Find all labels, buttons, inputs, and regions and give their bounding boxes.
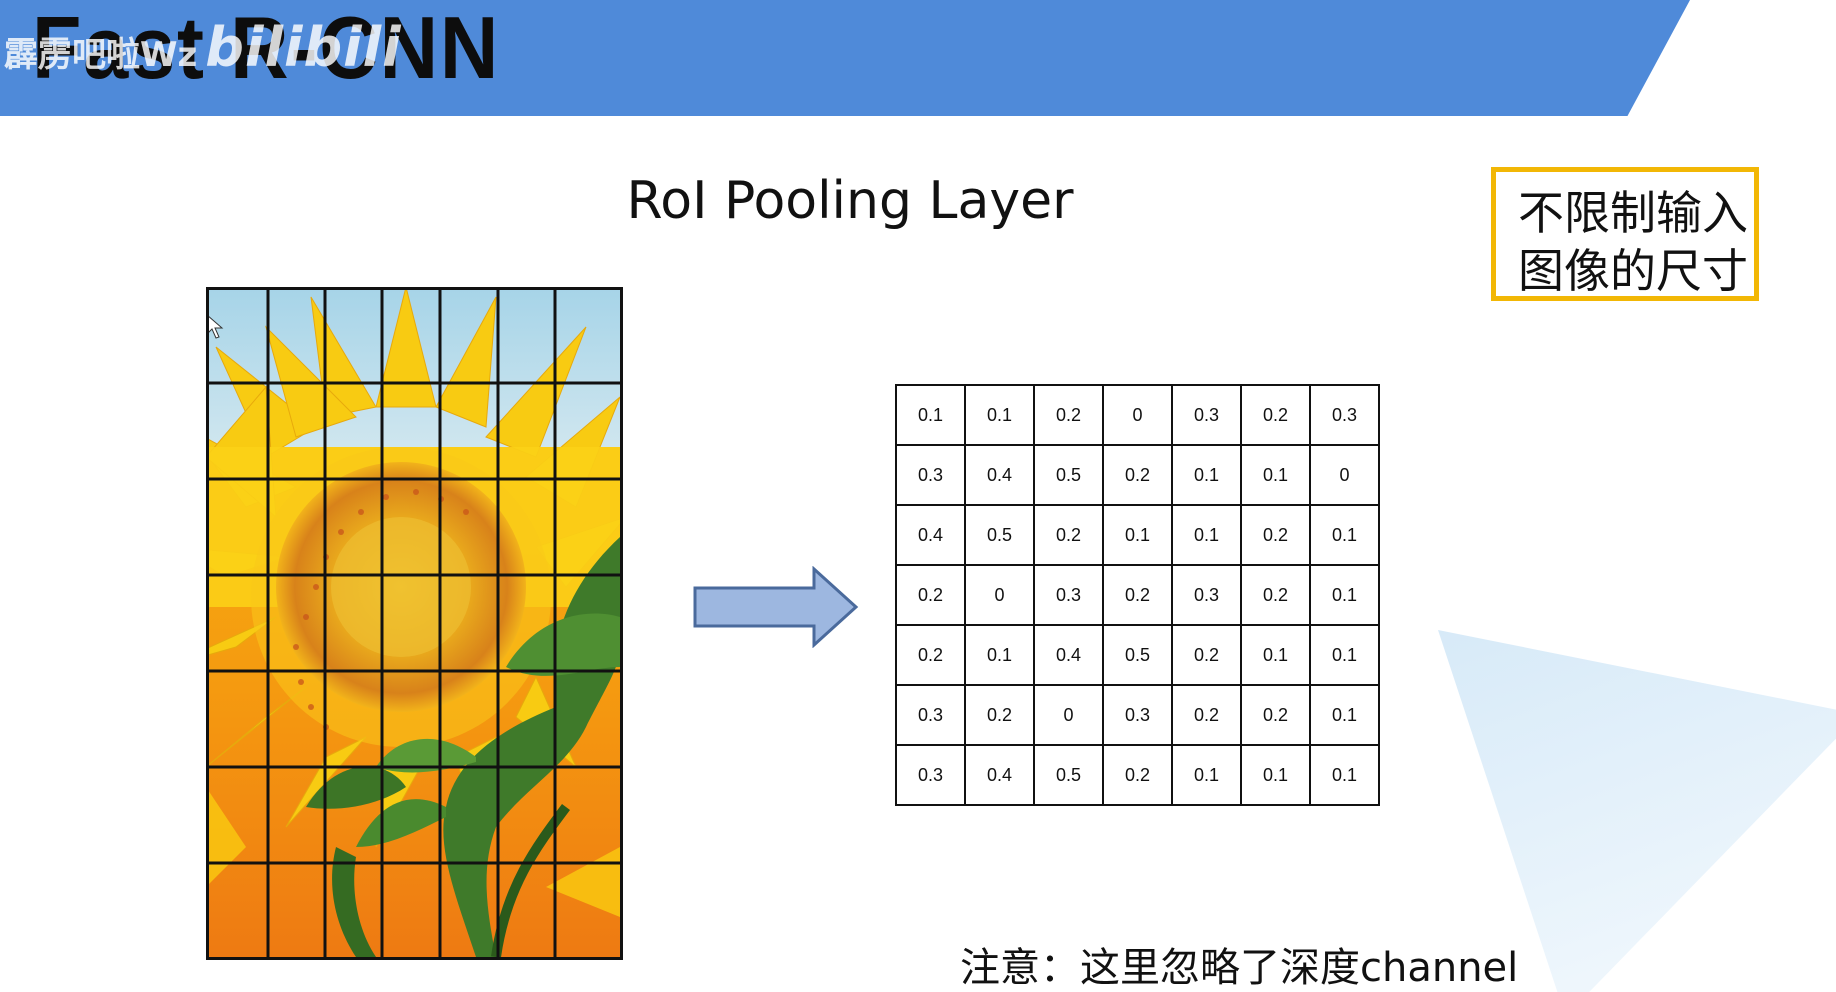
table-cell: 0.3 [1309, 384, 1380, 446]
table-cell: 0.1 [1309, 624, 1380, 686]
table-cell: 0.5 [964, 504, 1035, 566]
table-cell: 0.1 [1102, 504, 1173, 566]
table-cell: 0.1 [1309, 504, 1380, 566]
table-cell: 0.1 [1171, 444, 1242, 506]
table-cell: 0.2 [1102, 564, 1173, 626]
table-cell: 0.2 [1102, 444, 1173, 506]
page-title: Fast R-CNN [32, 0, 501, 97]
table-cell: 0.2 [1102, 744, 1173, 806]
table-cell: 0.1 [1171, 504, 1242, 566]
table-cell: 0.2 [1171, 684, 1242, 746]
table-cell: 0.3 [895, 744, 966, 806]
table-cell: 0.2 [895, 624, 966, 686]
table-cell: 0.2 [964, 684, 1035, 746]
table-cell: 0.3 [1171, 564, 1242, 626]
table-cell: 0.3 [1102, 684, 1173, 746]
table-cell: 0.3 [1033, 564, 1104, 626]
sunflower-image [206, 287, 620, 957]
image-grid-overlay [206, 287, 623, 960]
table-cell: 0.4 [1033, 624, 1104, 686]
bilibili-logo-icon: bilibili [205, 16, 402, 79]
table-cell: 0 [1033, 684, 1104, 746]
table-cell: 0.5 [1102, 624, 1173, 686]
table-cell: 0.2 [1240, 684, 1311, 746]
table-cell: 0.1 [1309, 684, 1380, 746]
table-cell: 0.4 [895, 504, 966, 566]
decorative-corner-shape [1438, 630, 1836, 992]
watermark-text: 霹雳吧啦Wz [4, 35, 198, 75]
table-cell: 0.3 [1171, 384, 1242, 446]
table-cell: 0.1 [1240, 444, 1311, 506]
slide-title: RoI Pooling Layer [626, 171, 1074, 231]
table-cell: 0.1 [1309, 744, 1380, 806]
table-cell: 0 [1102, 384, 1173, 446]
table-cell: 0.3 [895, 684, 966, 746]
table-cell: 0.1 [1240, 624, 1311, 686]
table-cell: 0.4 [964, 744, 1035, 806]
header-bar [0, 0, 1690, 116]
table-cell: 0.3 [895, 444, 966, 506]
table-cell: 0.2 [1171, 624, 1242, 686]
table-cell: 0.5 [1033, 444, 1104, 506]
table-cell: 0.2 [1240, 564, 1311, 626]
note-line-1: 不限制输入 [1518, 186, 1748, 240]
table-cell: 0.2 [1240, 504, 1311, 566]
note-line-2: 图像的尺寸 [1518, 244, 1748, 298]
table-cell: 0.5 [1033, 744, 1104, 806]
table-cell: 0.2 [1033, 504, 1104, 566]
table-cell: 0.1 [964, 624, 1035, 686]
table-cell: 0.4 [964, 444, 1035, 506]
right-arrow-icon [693, 566, 859, 648]
table-cell: 0.1 [1240, 744, 1311, 806]
note-box: 不限制输入 图像的尺寸 [1491, 167, 1759, 301]
sunflower-illustration [206, 287, 620, 957]
footer-note: 注意：这里忽略了深度channel [960, 945, 1519, 991]
table-cell: 0.2 [895, 564, 966, 626]
table-cell: 0.2 [1033, 384, 1104, 446]
table-cell: 0.1 [1171, 744, 1242, 806]
table-cell: 0.1 [1309, 564, 1380, 626]
table-cell: 0.2 [1240, 384, 1311, 446]
table-cell: 0.1 [895, 384, 966, 446]
table-cell: 0 [964, 564, 1035, 626]
table-cell: 0 [1309, 444, 1380, 506]
table-cell: 0.1 [964, 384, 1035, 446]
